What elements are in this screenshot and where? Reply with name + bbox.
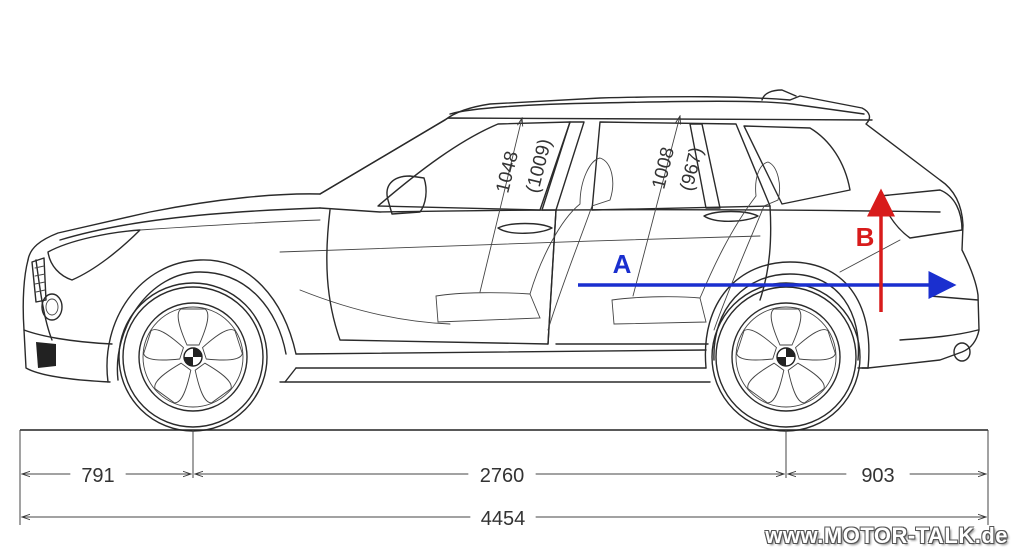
headroom-rear-arrow	[632, 116, 680, 297]
dimension-lines	[19, 429, 989, 525]
seats-outline	[435, 157, 780, 331]
headroom-rear-alt: (967)	[676, 145, 707, 193]
front-wheel	[118, 282, 268, 432]
wheelbase-value: 2760	[480, 465, 525, 487]
rear-wheel	[711, 282, 861, 432]
arrow-a-label: A	[613, 249, 632, 279]
headroom-front-arrow	[479, 118, 522, 293]
overall-length-value: 4454	[481, 508, 526, 530]
watermark: www.MOTOR-TALK.de	[765, 523, 1008, 548]
headroom-front-alt: (1009)	[522, 137, 556, 195]
arrow-b-label: B	[856, 222, 875, 252]
front-overhang-value: 791	[81, 465, 114, 487]
rear-overhang-value: 903	[861, 465, 894, 487]
headroom-rear-value: 1008	[648, 145, 679, 191]
car-body-outline	[22, 89, 980, 383]
headroom-front-value: 1048	[492, 149, 523, 195]
